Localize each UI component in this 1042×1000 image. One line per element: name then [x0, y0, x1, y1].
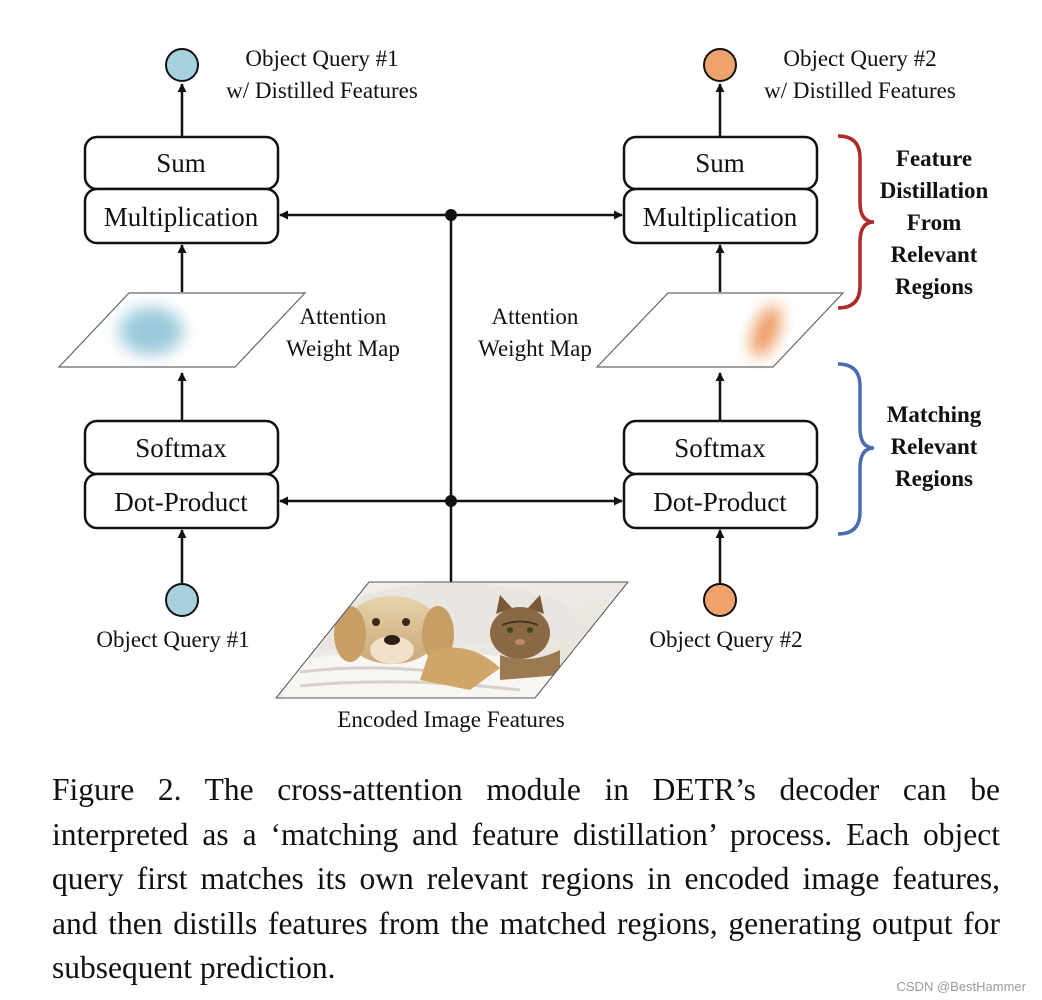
junction-dot-bottom: [445, 495, 457, 507]
right-sum-label: Sum: [695, 148, 745, 178]
matching-brace: Matching Relevant Regions: [837, 362, 982, 536]
matching-label-line3: Regions: [895, 466, 973, 491]
matching-label-line2: Relevant: [891, 434, 978, 459]
left-output-label-line2: w/ Distilled Features: [226, 78, 418, 103]
matching-label-line1: Matching: [887, 402, 982, 427]
left-output-label-line1: Object Query #1: [245, 46, 398, 71]
cross-attention-diagram: Object Query #1 w/ Distilled Features Su…: [57, 46, 989, 732]
left-dot-product-box: [83, 472, 280, 530]
right-softmax-label: Softmax: [674, 433, 766, 463]
right-output-query-node: [703, 48, 737, 82]
center-connectors: [279, 209, 623, 582]
left-dot-product-label: Dot-Product: [114, 487, 248, 517]
distill-label-line5: Regions: [895, 274, 973, 299]
distill-label-line3: From: [907, 210, 962, 235]
right-attention-blob: [750, 305, 782, 357]
right-dot-product-box: [622, 472, 819, 530]
right-branch: Object Query #2 w/ Distilled Features Su…: [478, 46, 956, 652]
left-sum-label: Sum: [156, 148, 206, 178]
left-multiplication-box: [83, 187, 280, 245]
encoded-image-frame: [274, 581, 630, 699]
right-attention-label-line2: Weight Map: [478, 336, 592, 361]
right-output-label-line1: Object Query #2: [783, 46, 936, 71]
distill-label-line2: Distillation: [880, 178, 989, 203]
encoded-image-label: Encoded Image Features: [337, 707, 564, 732]
right-attention-label-line1: Attention: [492, 304, 579, 329]
feature-distillation-brace: Feature Distillation From Relevant Regio…: [837, 134, 989, 310]
distill-label-line1: Feature: [896, 146, 972, 171]
matching-brace-shape: [837, 362, 875, 536]
left-softmax-label: Softmax: [135, 433, 227, 463]
left-multiplication-label: Multiplication: [104, 202, 259, 232]
right-input-query-node: [703, 583, 737, 617]
left-input-label: Object Query #1: [96, 627, 249, 652]
right-output-label-line2: w/ Distilled Features: [764, 78, 956, 103]
left-attention-label-line2: Weight Map: [286, 336, 400, 361]
junction-dot-top: [445, 209, 457, 221]
left-branch: Object Query #1 w/ Distilled Features Su…: [57, 46, 418, 652]
watermark: CSDN @BestHammer: [896, 979, 1027, 994]
distill-brace-shape: [837, 134, 875, 310]
figure-caption: Figure 2. The cross-attention module in …: [52, 772, 1000, 985]
right-multiplication-box: [622, 187, 819, 245]
right-attention-map: [595, 292, 845, 368]
encoded-image: Encoded Image Features: [274, 581, 630, 732]
right-dot-product-label: Dot-Product: [653, 487, 787, 517]
right-input-label: Object Query #2: [649, 627, 802, 652]
left-attention-label-line1: Attention: [300, 304, 387, 329]
left-output-query-node: [165, 48, 199, 82]
distill-label-line4: Relevant: [891, 242, 978, 267]
right-multiplication-label: Multiplication: [643, 202, 798, 232]
left-input-query-node: [165, 583, 199, 617]
left-attention-blob: [119, 307, 183, 355]
